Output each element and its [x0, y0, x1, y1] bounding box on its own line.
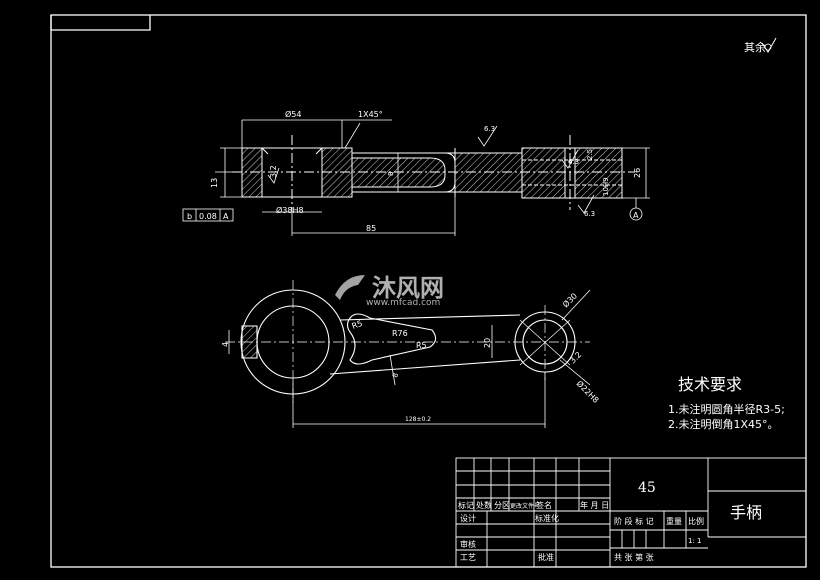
svg-text:0.08: 0.08: [199, 212, 217, 221]
svg-text:年 月 日: 年 月 日: [580, 500, 609, 510]
svg-text:审核: 审核: [460, 539, 476, 549]
svg-text:A: A: [223, 212, 229, 221]
svg-text:10H9: 10H9: [602, 177, 610, 196]
roughness-note: 其余: [744, 37, 777, 54]
svg-text:重量: 重量: [666, 516, 682, 526]
svg-text:比例: 比例: [688, 516, 704, 526]
front-view-dim-text: R5 R76 R5 20 4 8 Ø30 3.2 Ø22H8 128±0.2: [221, 291, 601, 423]
svg-text:6.3: 6.3: [584, 210, 595, 218]
svg-text:R5: R5: [351, 319, 364, 331]
svg-text:4: 4: [221, 342, 230, 347]
svg-text:R5: R5: [416, 341, 427, 350]
svg-text:Ø38H8: Ø38H8: [276, 205, 304, 215]
svg-text:分区: 分区: [494, 501, 510, 510]
svg-text:b: b: [187, 212, 192, 221]
svg-text:Ø54: Ø54: [285, 109, 301, 119]
svg-text:处数: 处数: [476, 500, 492, 510]
svg-text:85: 85: [366, 224, 376, 233]
svg-text:签名: 签名: [536, 500, 552, 510]
section-view-dim-text: Ø54 1X45° 13 3.2 Ø38H8 85 8 6.3 6.3 6.3 …: [187, 109, 642, 233]
svg-text:设计: 设计: [460, 513, 476, 523]
svg-text:8: 8: [391, 372, 400, 378]
svg-text:2.未注明倒角1X45°。: 2.未注明倒角1X45°。: [668, 417, 779, 431]
title-block-text: 45 手柄 标记 处数 分区 更改文件号 签名 年 月 日 设计 标准化 审核 …: [458, 480, 762, 562]
svg-text:手柄: 手柄: [730, 503, 762, 522]
svg-text:其余: 其余: [744, 40, 766, 54]
section-view: [232, 135, 635, 210]
svg-text:A: A: [633, 211, 639, 220]
svg-text:www.mfcad.com: www.mfcad.com: [366, 298, 440, 308]
svg-text:26: 26: [633, 168, 642, 178]
svg-text:128±0.2: 128±0.2: [405, 416, 431, 423]
watermark: 沐风网 www.mfcad.com: [335, 274, 444, 308]
drawing-frame: [50, 14, 807, 568]
svg-text:Ø30: Ø30: [560, 291, 579, 310]
svg-text:沐风网: 沐风网: [372, 274, 444, 302]
svg-text:更改文件号: 更改文件号: [510, 502, 540, 510]
svg-text:13: 13: [210, 178, 219, 188]
svg-text:阶 段 标 记: 阶 段 标 记: [614, 516, 654, 526]
svg-text:批准: 批准: [538, 552, 554, 562]
svg-text:6.3: 6.3: [568, 158, 579, 166]
svg-text:工艺: 工艺: [460, 553, 476, 562]
svg-text:20: 20: [483, 338, 492, 348]
svg-text:1: 1: 1: 1: [688, 537, 702, 545]
svg-text:标记: 标记: [458, 500, 474, 510]
technical-notes: 技术要求 1.未注明圆角半径R3-5; 2.未注明倒角1X45°。: [668, 375, 785, 431]
svg-text:45: 45: [638, 480, 656, 496]
svg-text:1.未注明圆角半径R3-5;: 1.未注明圆角半径R3-5;: [668, 402, 785, 416]
svg-text:6.3: 6.3: [484, 125, 495, 133]
svg-text:技术要求: 技术要求: [678, 375, 742, 394]
svg-text:2.5: 2.5: [586, 149, 594, 160]
svg-text:Ø22H8: Ø22H8: [575, 378, 602, 405]
svg-text:共 张 第 张: 共 张 第 张: [614, 552, 654, 562]
svg-text:3.2: 3.2: [568, 350, 583, 365]
svg-text:8: 8: [387, 172, 395, 176]
svg-text:1X45°: 1X45°: [358, 110, 383, 119]
front-view-dimensions: [228, 289, 591, 428]
svg-text:标准化: 标准化: [535, 513, 559, 523]
svg-text:3.2: 3.2: [269, 165, 278, 178]
section-view-dimensions: [182, 119, 650, 236]
title-block: [455, 457, 807, 568]
svg-text:R76: R76: [392, 329, 408, 338]
